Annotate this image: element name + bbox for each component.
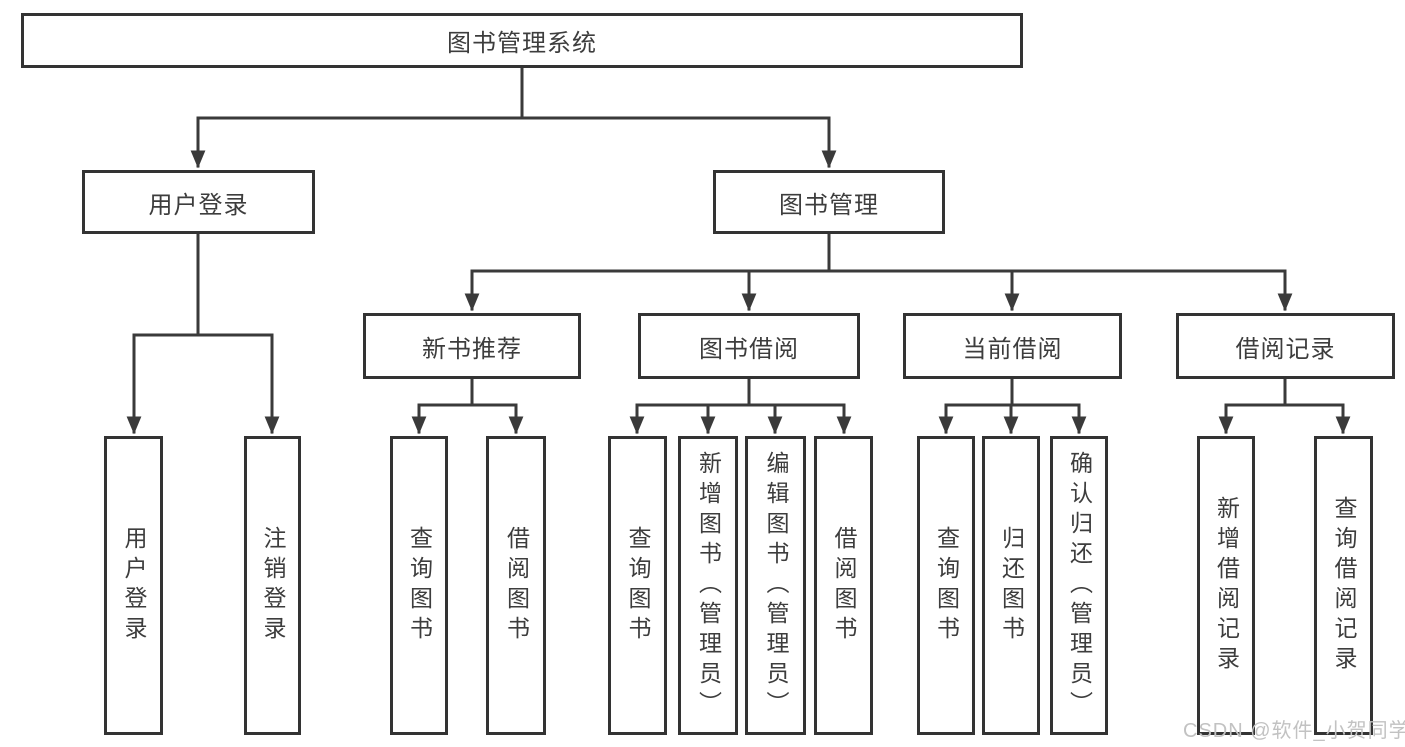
node-root-label: 图书管理系统 [447,30,597,57]
leaf-br-query-record-label: 查询借阅记录 [1331,495,1357,676]
node-book-mgmt: 图书管理 [713,170,945,234]
node-current-borrow-label: 当前借阅 [962,335,1063,363]
leaf-bb-borrow-books-label: 借阅图书 [831,525,857,646]
node-book-mgmt-label: 图书管理 [779,191,879,219]
leaf-nb-query-books: 查询图书 [390,436,448,735]
watermark: CSDN @软件_小贺同学 [1183,720,1405,742]
leaf-nb-borrow-books-label: 借阅图书 [503,525,530,646]
leaf-bb-query-books-label: 查询图书 [625,525,651,646]
connector-borrow-split [635,377,846,407]
node-new-book-rec-label: 新书推荐 [422,335,522,363]
leaf-br-add-record-label: 新增借阅记录 [1213,495,1240,676]
leaf-cb-confirm-return: 确认归还（管理员） [1050,436,1108,735]
leaf-cb-query-books: 查询图书 [917,436,975,735]
leaf-bb-add-books-label: 新增图书（管理员） [695,450,722,721]
leaf-bb-borrow-books: 借阅图书 [814,436,873,735]
node-current-borrow: 当前借阅 [903,313,1122,379]
leaf-bb-add-books: 新增图书（管理员） [678,436,738,735]
node-root: 图书管理系统 [21,13,1023,68]
node-new-book-rec: 新书推荐 [363,313,581,379]
leaf-user-login-label: 用户登录 [121,525,147,646]
leaf-cb-query-books-label: 查询图书 [933,525,960,646]
leaf-br-query-record: 查询借阅记录 [1314,436,1373,735]
leaf-logout: 注销登录 [244,436,301,735]
node-user-login-label: 用户登录 [148,191,249,219]
leaf-user-login: 用户登录 [104,436,163,735]
leaf-bb-query-books: 查询图书 [608,436,667,735]
connector-new-book-split [417,377,518,407]
leaf-logout-label: 注销登录 [260,525,286,646]
connector-root-split [196,66,831,120]
connector-records-split [1224,377,1345,407]
leaf-cb-return-books-label: 归还图书 [998,525,1025,646]
node-book-borrow-label: 图书借阅 [699,335,799,363]
leaf-cb-confirm-return-label: 确认归还（管理员） [1066,450,1093,721]
leaf-bb-edit-books-label: 编辑图书（管理员） [763,450,789,721]
leaf-nb-query-books-label: 查询图书 [406,525,433,646]
node-borrow-records: 借阅记录 [1176,313,1395,379]
leaf-br-add-record: 新增借阅记录 [1197,436,1255,735]
connector-user-login-split [132,232,274,337]
node-book-borrow: 图书借阅 [638,313,860,379]
connector-current-split [944,377,1081,407]
node-borrow-records-label: 借阅记录 [1235,335,1336,363]
leaf-bb-edit-books: 编辑图书（管理员） [745,436,806,735]
leaf-cb-return-books: 归还图书 [982,436,1040,735]
leaf-nb-borrow-books: 借阅图书 [486,436,546,735]
connector-book-mgmt-split [470,232,1287,273]
node-user-login: 用户登录 [82,170,315,234]
